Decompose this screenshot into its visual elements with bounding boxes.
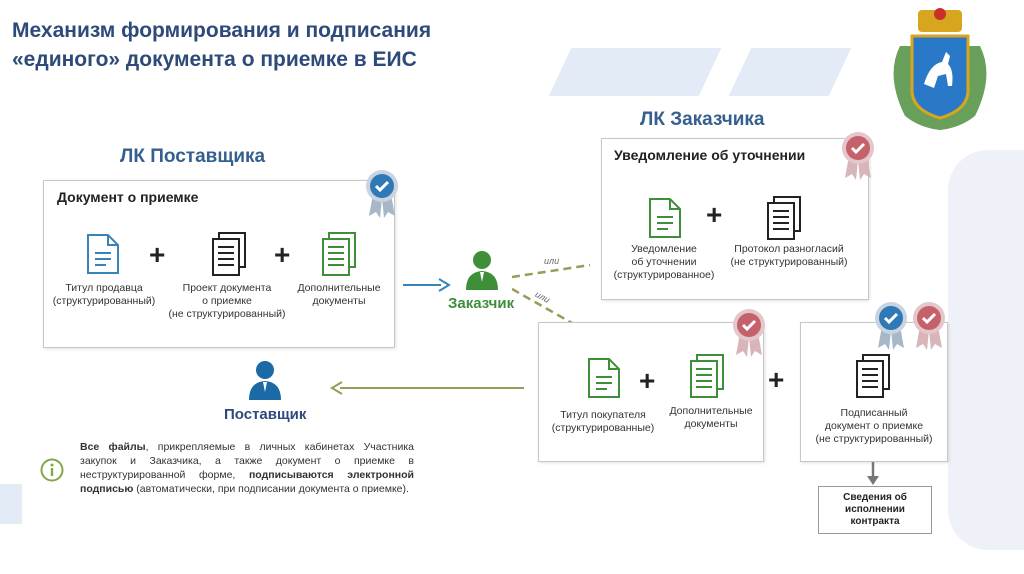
plus-sign: +	[639, 365, 656, 396]
blue-signature-seal-icon	[364, 168, 400, 218]
customer-panel-heading: ЛК Заказчика	[640, 109, 765, 130]
single-document-icon	[587, 357, 621, 399]
clarification-notice-box: Уведомление об уточнении Уведомление об …	[601, 138, 869, 300]
title-line-2: «единого» документа о приемке в ЕИС	[12, 48, 417, 71]
arrow-to-contract	[866, 462, 880, 486]
info-note-bold-1: Все файлы	[80, 441, 146, 453]
clarification-box-title: Уведомление об уточнении	[614, 147, 806, 163]
signed-document-box: Подписанный документ о приемке (не струк…	[800, 322, 948, 462]
buyer-additional-documents-label: Дополнительные документы	[669, 405, 753, 430]
decor-stripe-2	[728, 48, 852, 96]
arrow-to-supplier	[330, 380, 526, 396]
decor-stripe-1	[548, 48, 722, 96]
document-stack-icon	[853, 353, 893, 399]
customer-role-label: Заказчик	[448, 295, 515, 312]
info-note-bold-2: подписываются электронной подписью	[80, 469, 414, 495]
red-signature-seal-icon	[840, 130, 876, 180]
document-stack-icon	[209, 231, 249, 277]
buyer-title-box: Титул покупателя (структурированные) + Д…	[538, 322, 764, 462]
seller-title-label: Титул продавца (структурированный)	[52, 282, 156, 307]
additional-documents-icon	[687, 353, 727, 399]
document-stack-icon	[764, 195, 804, 241]
buyer-title-label: Титул покупателя (структурированные)	[551, 409, 655, 434]
title-line-1: Механизм формирования и подписания	[12, 19, 432, 42]
red-signature-seal-icon	[731, 307, 767, 357]
signed-document-label: Подписанный документ о приемке (не струк…	[815, 407, 933, 445]
single-document-icon	[648, 197, 682, 239]
plus-sign: +	[768, 364, 785, 395]
additional-documents-label: Дополнительные документы	[297, 282, 381, 307]
supplier-role-label: Поставщик	[224, 406, 307, 423]
plus-sign: +	[706, 199, 723, 230]
branch-lines	[512, 255, 602, 325]
info-note: Все файлы, прикрепляемые в личных кабине…	[80, 440, 414, 496]
supplier-box-title: Документ о приемке	[57, 189, 199, 205]
or-label-top: или	[544, 256, 560, 266]
plus-sign: +	[149, 239, 166, 270]
red-signature-seal-icon	[911, 300, 947, 350]
page-title: Механизм формирования и подписания «един…	[12, 16, 431, 74]
blue-signature-seal-icon	[873, 300, 909, 350]
acceptance-draft-label: Проект документа о приемке (не структури…	[168, 282, 286, 320]
plus-sign: +	[274, 239, 291, 270]
info-icon	[40, 458, 64, 482]
disagreement-protocol-label: Протокол разногласий (не структурированн…	[730, 243, 848, 268]
contract-execution-box: Сведения об исполнении контракта	[818, 486, 932, 534]
supplier-person-icon	[247, 360, 283, 400]
arrow-to-customer	[403, 278, 451, 292]
info-note-text-1: , прикрепляемые в личных кабинетах Участ…	[80, 441, 414, 481]
coat-of-arms-icon	[880, 6, 1000, 132]
customer-person-icon	[464, 250, 500, 290]
additional-documents-icon	[319, 231, 359, 277]
info-note-text-2: (автоматически, при подписании документа…	[133, 483, 409, 495]
single-document-icon	[86, 233, 120, 275]
supplier-acceptance-box: Документ о приемке Титул продавца (струк…	[43, 180, 395, 348]
decor-cloud-right	[948, 150, 1024, 550]
decor-stripe-3	[0, 484, 22, 524]
clarification-notice-label: Уведомление об уточнении (структурирован…	[613, 243, 715, 281]
supplier-panel-heading: ЛК Поставщика	[120, 146, 266, 167]
